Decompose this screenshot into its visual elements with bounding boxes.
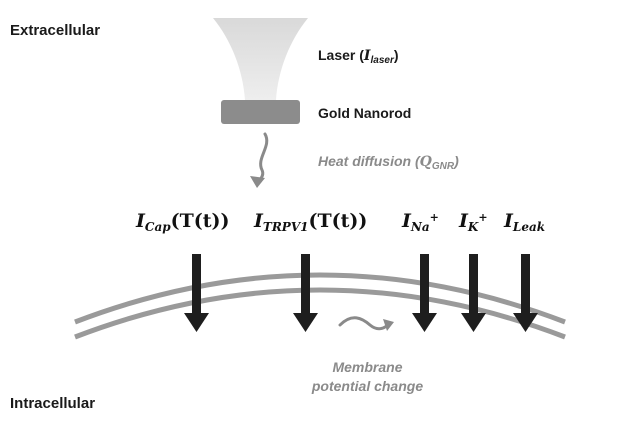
trpv1-sub: TRPV1: [262, 220, 309, 234]
laser-beam: [213, 18, 308, 100]
heat-subscript: GNR: [431, 161, 455, 172]
arrow-i-na: [412, 254, 437, 332]
arrow-i-leak: [513, 254, 538, 332]
heat-diffusion-arrowhead: [250, 176, 265, 188]
leak-sub: Leak: [512, 220, 546, 234]
na-symbol: I: [402, 210, 411, 232]
cap-symbol: I: [136, 210, 145, 232]
laser-symbol: I: [363, 48, 371, 64]
intracellular-label: Intracellular: [10, 395, 96, 412]
membrane-text-line1: Membrane: [332, 359, 403, 375]
arrow-i-k: [461, 254, 486, 332]
laser-label: Laser (Ilaser): [318, 47, 399, 66]
membrane-potential-arrowhead: [383, 319, 394, 331]
cap-sub: Cap: [144, 220, 171, 234]
extracellular-label: Extracellular: [10, 22, 101, 39]
heat-diffusion-label: Heat diffusion (QGNR): [318, 153, 459, 172]
k-sub: K: [467, 220, 479, 234]
heat-symbol: Q: [419, 154, 432, 170]
membrane-potential-arrow: [338, 316, 390, 331]
trpv1-arg: (T(t)): [308, 210, 368, 232]
laser-text: Laser: [318, 47, 356, 63]
arrow-i-trpv1: [293, 254, 318, 332]
membrane-inner: [74, 287, 566, 340]
current-label-trpv1: ITRPV1(T(t)): [254, 210, 367, 234]
current-label-cap: ICap(T(t)): [136, 210, 229, 234]
membrane-outer: [74, 272, 566, 325]
current-label-k: IK+: [459, 210, 488, 234]
k-sup: +: [478, 211, 488, 224]
laser-subscript: laser: [370, 55, 394, 66]
cap-arg: (T(t)): [170, 210, 230, 232]
trpv1-symbol: I: [254, 210, 263, 232]
leak-symbol: I: [504, 210, 513, 232]
k-symbol: I: [459, 210, 468, 232]
membrane-text-line2: potential change: [311, 378, 424, 394]
current-label-na: INa+: [402, 210, 439, 234]
heat-diffusion-arrow: [256, 132, 269, 184]
heat-text: Heat diffusion: [318, 153, 412, 169]
membrane-potential-label: Membrane potential change: [300, 358, 435, 396]
arrow-i-cap: [184, 254, 209, 332]
gold-nanorod: [221, 100, 300, 124]
current-label-leak: ILeak: [504, 210, 545, 234]
gold-nanorod-label: Gold Nanorod: [318, 105, 412, 121]
na-sub: Na: [410, 220, 430, 234]
na-sup: +: [429, 211, 439, 224]
